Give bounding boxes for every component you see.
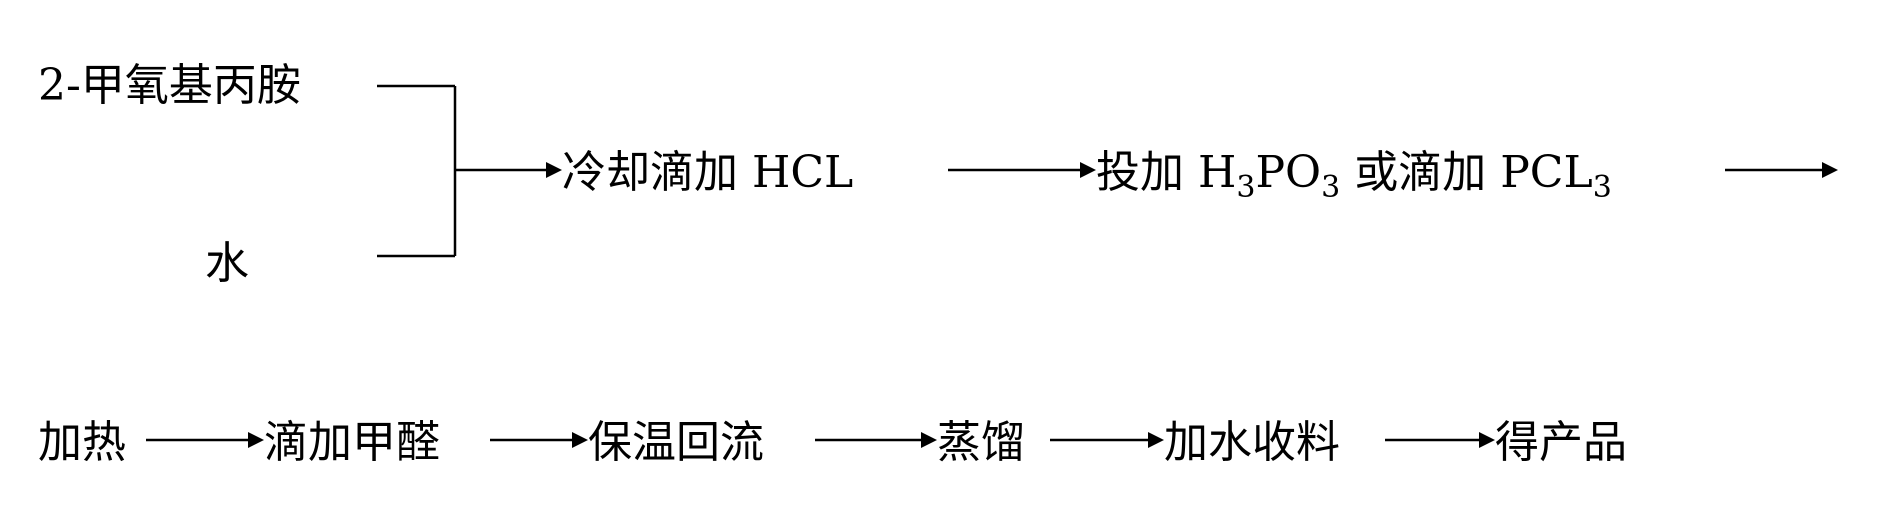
arrow-to-add-h3po3-head [1080,162,1096,178]
reactant-2-methoxypropylamine: 2-甲氧基丙胺 [38,60,301,111]
arrow-to-reflux-head [572,432,588,448]
step-cool-add-hcl: 冷却滴加 HCL [562,147,853,198]
arrow-to-product-head [1479,432,1495,448]
h3po3-mid-text: PO [1255,147,1321,198]
h3po3-subscript-1: 3 [1236,170,1255,205]
or-add-pcl-text: 或滴加 PCL [1340,147,1592,198]
step-heat: 加热 [38,417,126,468]
arrow-to-add-water-collect-head [1148,432,1164,448]
step-add-water-collect: 加水收料 [1164,417,1340,468]
arrow-to-distill-head [921,432,937,448]
step-reflux: 保温回流 [588,417,764,468]
add-prefix-text: 投加 H [1096,147,1236,198]
arrow-continue-head [1822,162,1838,178]
h3po3-subscript-2: 3 [1321,170,1340,205]
step-product: 得产品 [1495,417,1627,468]
arrow-to-cool-add-hcl-head [546,162,562,178]
step-add-h3po3-or-pcl3: 投加 H3PO3 或滴加 PCL3 [1096,147,1612,205]
arrow-to-add-formaldehyde-head [248,432,264,448]
step-add-formaldehyde: 滴加甲醛 [264,417,440,468]
reactant-water: 水 [205,238,249,289]
pcl3-subscript: 3 [1593,170,1612,205]
step-distill: 蒸馏 [937,417,1025,468]
